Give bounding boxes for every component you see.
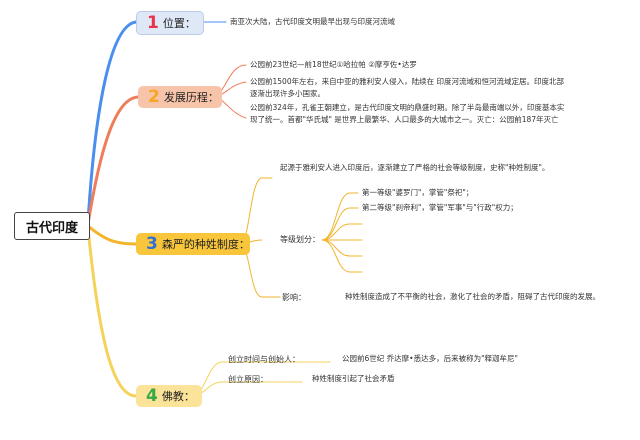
root-node[interactable]: 古代印度 (14, 212, 90, 240)
grade-2: 第二等级"刹帝利"，掌管"军事"与"行政"权力； (362, 203, 518, 212)
topic-label: 森严的种姓制度： (161, 238, 250, 251)
topic-number: 4 (146, 386, 158, 406)
caste-origin-text: 起源于雅利安人进入印度后，逐渐建立了严格的社会等级制度，史称"种姓制度"。 (280, 163, 550, 172)
development-item-3: 公园前324年，孔雀王朝建立，是古代印度文明的鼎盛时期。除了半岛最南端以外，印度… (250, 103, 565, 124)
topic-development[interactable]: 2 发展历程： (138, 86, 222, 108)
branch-line-1 (86, 20, 138, 224)
grading-label: 等级划分： (280, 235, 320, 244)
topic-number: 1 (147, 13, 159, 33)
reason-label: 创立原因： (228, 375, 268, 384)
branch-line-2 (86, 95, 140, 226)
development-item-2: 公园前1500年左右，来自中亚的雅利安人侵入，陆续在 印度河流域和恒河流域定居。… (250, 77, 564, 98)
grade-1: 第一等级"婆罗门"，掌管"祭祀"； (362, 188, 474, 197)
development-item-1: 公园前23世纪—前18世纪①哈拉帕 ②摩亨佐•达罗 (250, 60, 417, 69)
branch-line-3 (86, 224, 138, 246)
topic-buddhism[interactable]: 4 佛教： (136, 385, 202, 407)
location-text: 南亚次大陆，古代印度文明最早出现与印度河流域 (230, 17, 395, 26)
founder-label: 创立时间与创始人： (228, 355, 300, 364)
topic-number: 3 (146, 234, 158, 254)
topic-number: 2 (148, 87, 160, 107)
influence-text: 种姓制度造成了不平衡的社会，激化了社会的矛盾，阻碍了古代印度的发展。 (345, 292, 600, 301)
topic-label: 位置： (162, 17, 196, 30)
topic-label: 发展历程： (163, 91, 219, 104)
topic-location[interactable]: 1 位置： (136, 11, 204, 35)
influence-label: 影响： (282, 293, 306, 302)
founder-text: 公园前6世纪 乔达摩•悉达多，后来被称为"释迦牟尼" (342, 354, 518, 363)
topic-caste-system[interactable]: 3 森严的种姓制度： (136, 233, 250, 255)
branch-line-4 (86, 226, 138, 398)
topic-label: 佛教： (161, 390, 195, 403)
reason-text: 种姓制度引起了社会矛盾 (312, 374, 395, 383)
